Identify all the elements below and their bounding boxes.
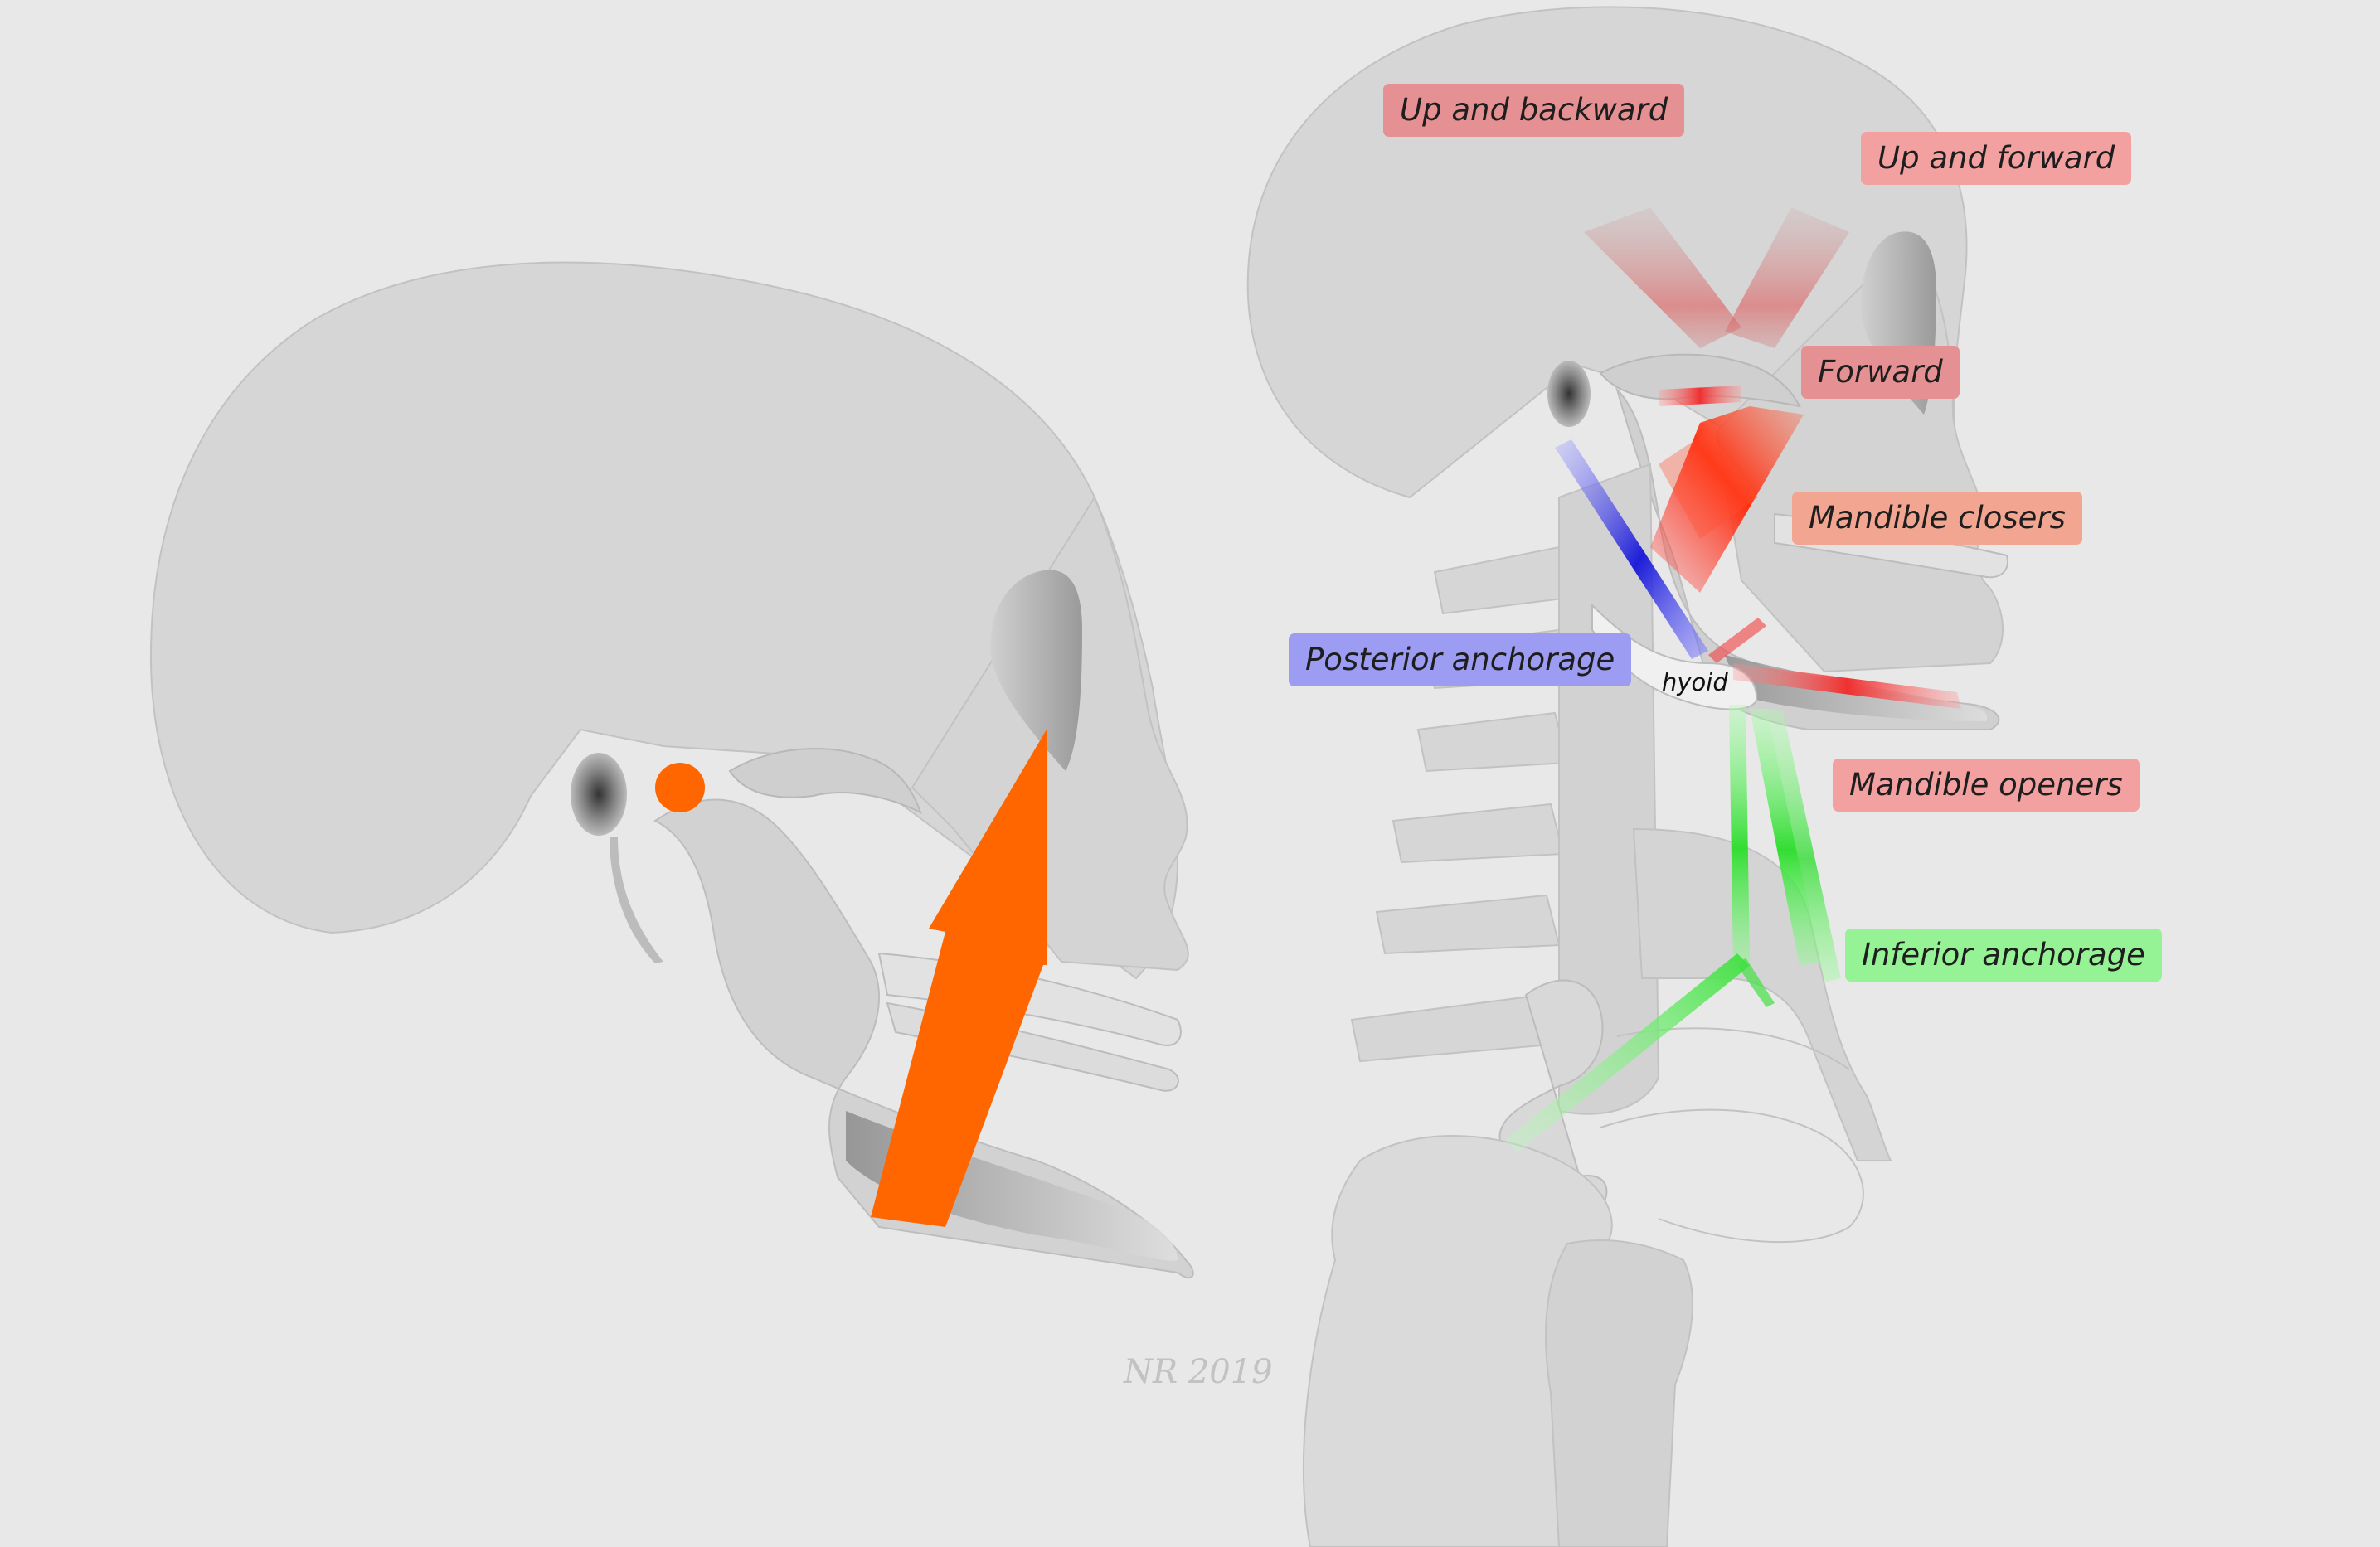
label-mandible-openers: Mandible openers	[1833, 759, 2140, 812]
temporalis-anterior-muscle	[1725, 207, 1849, 348]
left-skull	[149, 261, 1194, 1279]
left-arrow-closing-force	[871, 730, 1047, 1227]
digastric-posterior-muscle	[1708, 618, 1766, 663]
spinal-column	[1558, 463, 1660, 1115]
left-styloid	[610, 837, 663, 963]
medial-pterygoid-muscle	[1659, 431, 1758, 539]
left-orbit	[990, 570, 1082, 771]
temporalis-posterior-muscle	[1584, 207, 1741, 348]
left-ear-canal	[571, 753, 627, 836]
omohyoid-muscle	[1505, 953, 1750, 1152]
hyoid-bone	[1591, 603, 1758, 710]
masseter-muscle	[1650, 406, 1804, 593]
muscle-overlays	[1505, 207, 1961, 1152]
lateral-pterygoid-muscle	[1659, 386, 1741, 406]
rib-curve	[1600, 1108, 1864, 1244]
inferior-anchorage-strap-2	[1750, 709, 1820, 966]
label-posterior-anchorage: Posterior anchorage	[1289, 633, 1632, 687]
right-zygomatic-arch	[1599, 353, 1801, 408]
label-mandible-closers: Mandible closers	[1792, 492, 2082, 546]
posterior-anchorage-muscle	[1555, 439, 1708, 659]
left-mandible	[653, 798, 1194, 1279]
label-up-and-forward: Up and forward	[1861, 132, 2132, 186]
inferior-anchorage-strap-3	[1766, 709, 1841, 982]
label-up-and-backward: Up and backward	[1383, 84, 1685, 138]
omohyoid-tendon	[1737, 958, 1775, 1007]
artist-signature: NR 2019	[1124, 1353, 1273, 1391]
label-inferior-anchorage: Inferior anchorage	[1845, 929, 2162, 982]
mandible-openers-muscle	[1733, 663, 1961, 709]
label-hyoid: hyoid	[1662, 668, 1728, 696]
left-zygomatic-arch	[728, 748, 922, 814]
left-condyle-dot	[655, 763, 705, 812]
inferior-anchorage-strap-1	[1729, 705, 1750, 966]
right-ear-canal	[1547, 361, 1591, 427]
manubrium	[1545, 1239, 1693, 1547]
cervical-spine	[1350, 463, 1660, 1115]
label-forward: Forward	[1801, 346, 1960, 400]
